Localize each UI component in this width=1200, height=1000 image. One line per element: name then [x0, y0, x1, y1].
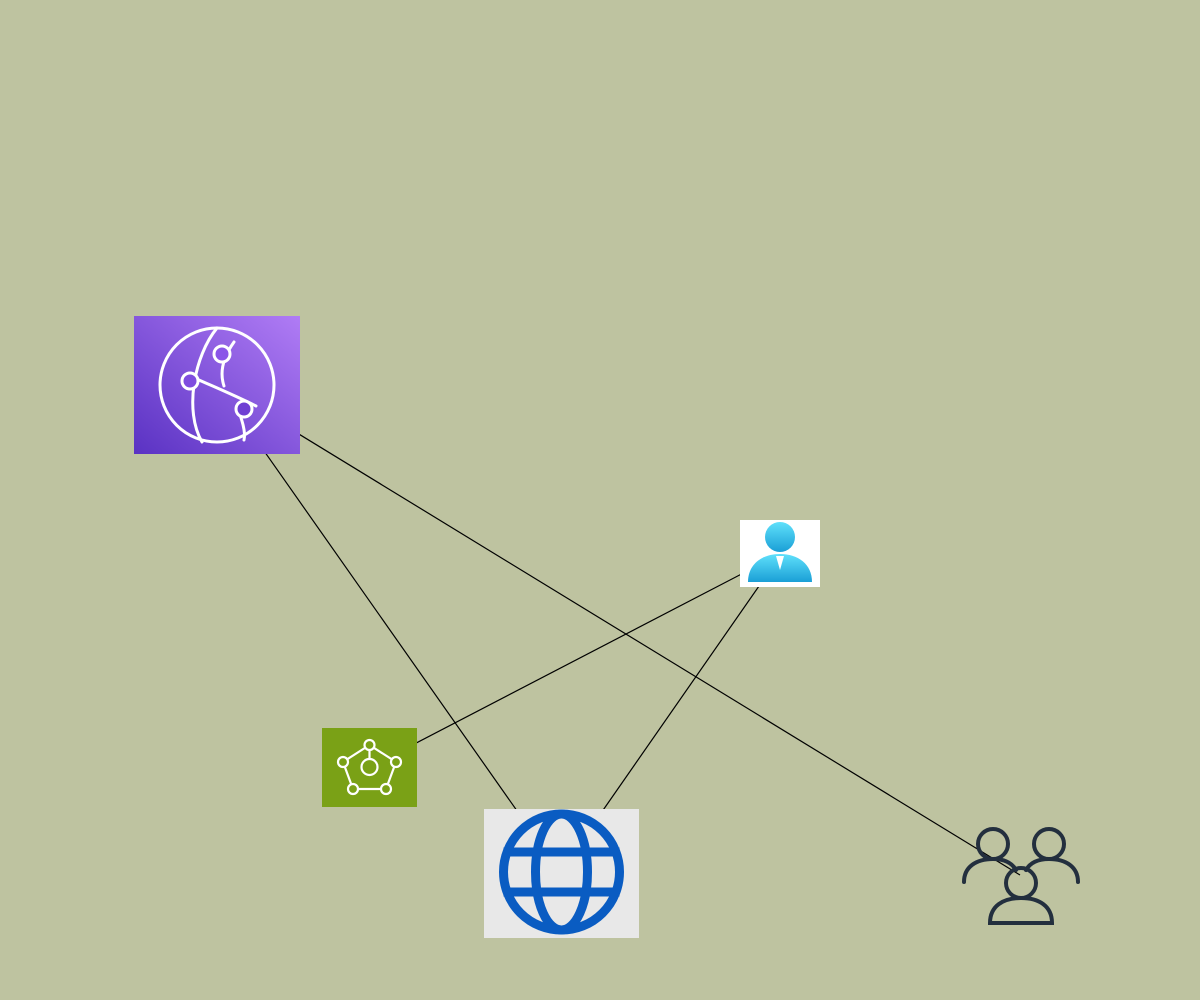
edge-user-to-mesh [369, 552, 783, 768]
user-node[interactable] [740, 520, 820, 587]
globe-icon [484, 809, 639, 938]
edge-globe-to-cloudfront [216, 383, 561, 873]
user-icon [740, 520, 820, 587]
cloudfront-node[interactable] [134, 316, 300, 454]
users-node[interactable] [956, 822, 1086, 930]
globe-node[interactable] [484, 809, 639, 938]
app-mesh-node[interactable] [322, 728, 417, 807]
aws-cloudfront-icon [134, 316, 300, 454]
edge-users-to-cloudfront [216, 383, 1021, 876]
app-mesh-icon [322, 728, 417, 807]
users-icon [962, 827, 1080, 925]
